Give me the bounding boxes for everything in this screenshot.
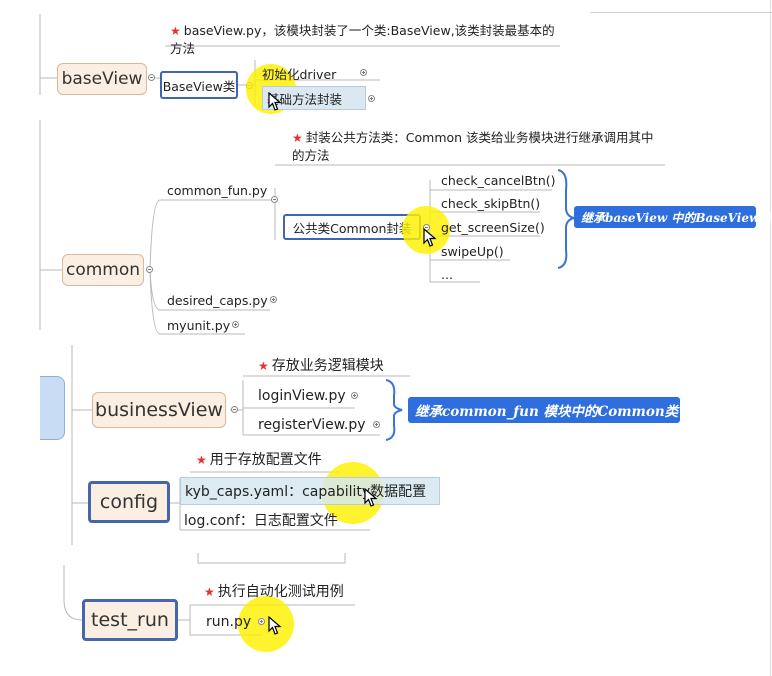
child-label: 基础方法封装 [267, 91, 343, 107]
expand-plus-icon[interactable] [360, 69, 367, 76]
collapse-minus-icon[interactable] [231, 406, 238, 413]
subtopic-BaseView-class[interactable]: BaseView类 [160, 71, 238, 99]
collapse-minus-icon[interactable] [146, 266, 153, 273]
window-top-edge [590, 12, 772, 13]
expand-plus-icon[interactable] [232, 321, 239, 328]
method-swipeUp[interactable]: swipeUp() [441, 242, 504, 260]
file-label: kyb_caps.yaml：capability数据配置 [185, 484, 427, 500]
collapse-minus-icon[interactable] [148, 74, 155, 81]
topic-baseView[interactable]: baseView [57, 63, 147, 95]
expand-plus-icon[interactable] [368, 95, 375, 102]
note-common: ★封装公共方法类：Common 该类给业务模块进行继承调用其中的方法 [292, 129, 664, 164]
note-text: 执行自动化测试用例 [217, 584, 344, 600]
file-myunit[interactable]: myunit.py [167, 316, 230, 334]
file-run-py[interactable]: run.py [206, 612, 251, 632]
summary-inherit-BaseView[interactable]: 继承baseView 中的BaseView类 [574, 206, 771, 228]
method-label: check_skipBtn() [441, 195, 541, 211]
subtopic-label: BaseView类 [162, 78, 236, 94]
file-label: log.conf：日志配置文件 [184, 513, 338, 529]
file-label: run.py [206, 614, 252, 630]
topic-config[interactable]: config [88, 481, 170, 523]
file-label: registerView.py [258, 417, 366, 433]
note-text: 封装公共方法类：Common 该类给业务模块进行继承调用其中的方法 [292, 130, 654, 163]
topic-label: common [65, 260, 141, 280]
mouse-cursor-icon [268, 92, 282, 111]
note-text: baseView.py，该模块封装了一个类:BaseView,该类封装最基本的方… [170, 23, 555, 56]
collapse-minus-icon[interactable] [271, 196, 278, 203]
file-log-conf[interactable]: log.conf：日志配置文件 [184, 510, 338, 530]
subtopic-label: 公共类Common封装 [292, 220, 412, 236]
brace-icon [385, 379, 403, 441]
file-common-fun[interactable]: common_fun.py [167, 181, 267, 199]
topic-label: baseView [61, 69, 143, 89]
child-label: 初始化driver [262, 66, 337, 82]
file-label: myunit.py [167, 317, 231, 333]
file-desired-caps[interactable]: desired_caps.py [167, 291, 268, 309]
star-icon: ★ [196, 453, 207, 467]
note-text: 存放业务逻辑模块 [271, 358, 384, 374]
topic-label: test_run [91, 609, 169, 631]
method-label: check_cancelBtn() [441, 172, 556, 188]
method-label: get_screenSize() [441, 219, 545, 235]
topic-test_run[interactable]: test_run [82, 599, 178, 641]
mouse-cursor-icon [364, 488, 378, 507]
topic-label: config [99, 491, 159, 513]
summary-label: 继承baseView 中的BaseView类 [581, 210, 772, 225]
topic-businessView[interactable]: businessView [92, 392, 226, 428]
expand-plus-icon[interactable] [373, 421, 380, 428]
method-label: ... [441, 266, 453, 282]
partial-root-node[interactable] [40, 376, 65, 440]
file-label: desired_caps.py [167, 292, 268, 308]
method-more[interactable]: ... [441, 265, 453, 283]
summary-label: 继承common_fun 模块中的Common类 [415, 404, 679, 420]
method-label: swipeUp() [441, 243, 504, 259]
note-text: 用于存放配置文件 [209, 452, 322, 468]
method-get-screenSize[interactable]: get_screenSize() [441, 218, 545, 236]
child-init-driver[interactable]: 初始化driver [262, 64, 336, 82]
topic-label: businessView [95, 399, 223, 421]
note-config: ★用于存放配置文件 [196, 452, 322, 469]
mouse-cursor-icon [268, 616, 282, 635]
star-icon: ★ [170, 24, 181, 38]
brace-icon [557, 169, 575, 269]
method-check-cancelBtn[interactable]: check_cancelBtn() [441, 171, 556, 189]
summary-inherit-Common[interactable]: 继承common_fun 模块中的Common类 [408, 397, 680, 423]
child-base-methods[interactable]: 基础方法封装 [262, 86, 366, 110]
file-label: loginView.py [258, 388, 346, 404]
window-right-edge [770, 0, 771, 676]
expand-plus-icon[interactable] [270, 296, 277, 303]
star-icon: ★ [292, 131, 303, 145]
subtopic-Common-class[interactable]: 公共类Common封装 [283, 214, 421, 240]
note-baseView: ★baseView.py，该模块封装了一个类:BaseView,该类封装最基本的… [170, 22, 555, 57]
click-highlight [238, 596, 294, 652]
file-kyb-caps[interactable]: kyb_caps.yaml：capability数据配置 [180, 477, 440, 505]
note-test_run: ★执行自动化测试用例 [204, 584, 344, 601]
topic-common[interactable]: common [62, 254, 144, 286]
star-icon: ★ [204, 585, 215, 599]
method-check-skipBtn[interactable]: check_skipBtn() [441, 194, 540, 212]
file-registerView[interactable]: registerView.py [258, 415, 366, 435]
expand-plus-icon[interactable] [351, 392, 358, 399]
file-label: common_fun.py [167, 182, 268, 198]
mouse-cursor-icon [423, 228, 437, 247]
expand-plus-icon[interactable] [258, 618, 265, 625]
star-icon: ★ [258, 359, 269, 373]
note-businessView: ★存放业务逻辑模块 [258, 358, 384, 375]
file-loginView[interactable]: loginView.py [258, 386, 346, 406]
